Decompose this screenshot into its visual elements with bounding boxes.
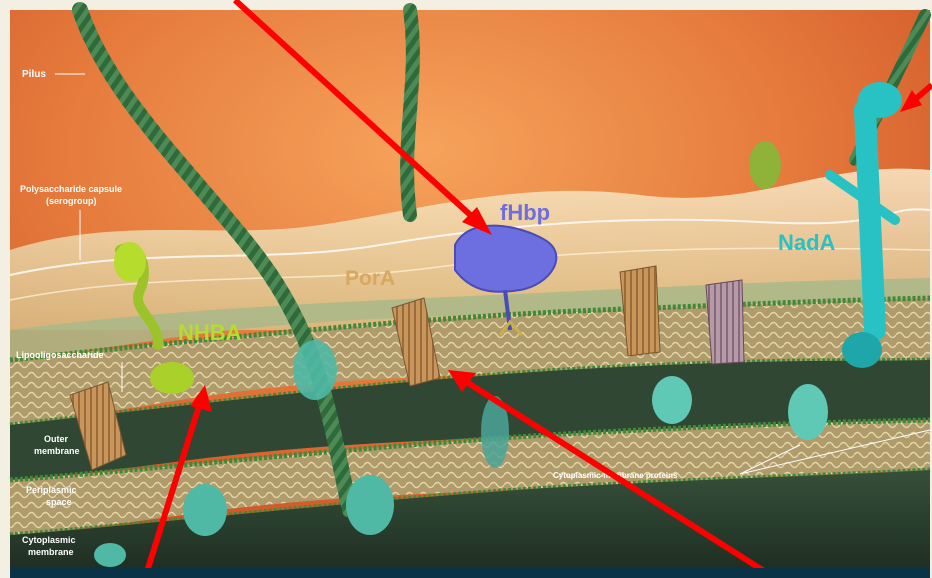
green-protein-top (749, 141, 781, 189)
cytoplasmic-label-2: membrane (28, 547, 74, 557)
cytoplasmic-label-1: Cytoplasmic (22, 535, 76, 545)
lipooligosaccharide-label: Lipooligosaccharide (16, 350, 104, 360)
pilus-strand-2 (407, 10, 413, 215)
fhbp-label: fHbp (500, 200, 550, 225)
capsule-label-line2: (serogroup) (46, 196, 97, 206)
nada-label: NadA (778, 230, 836, 255)
porin-pink (706, 280, 744, 364)
periplasmic-label-1: Periplasmic (26, 485, 77, 495)
outer-membrane-label-2: membrane (34, 446, 80, 456)
pilus-label: Pilus (22, 69, 46, 80)
periplasmic-label-2: space (46, 497, 72, 507)
capsule-label-line1: Polysaccharide capsule (20, 184, 122, 194)
outer-membrane-label-1: Outer (44, 434, 69, 444)
pora-label: PorA (345, 267, 395, 290)
nhba-label: NHBA (178, 320, 242, 345)
bottom-bar (10, 568, 930, 578)
